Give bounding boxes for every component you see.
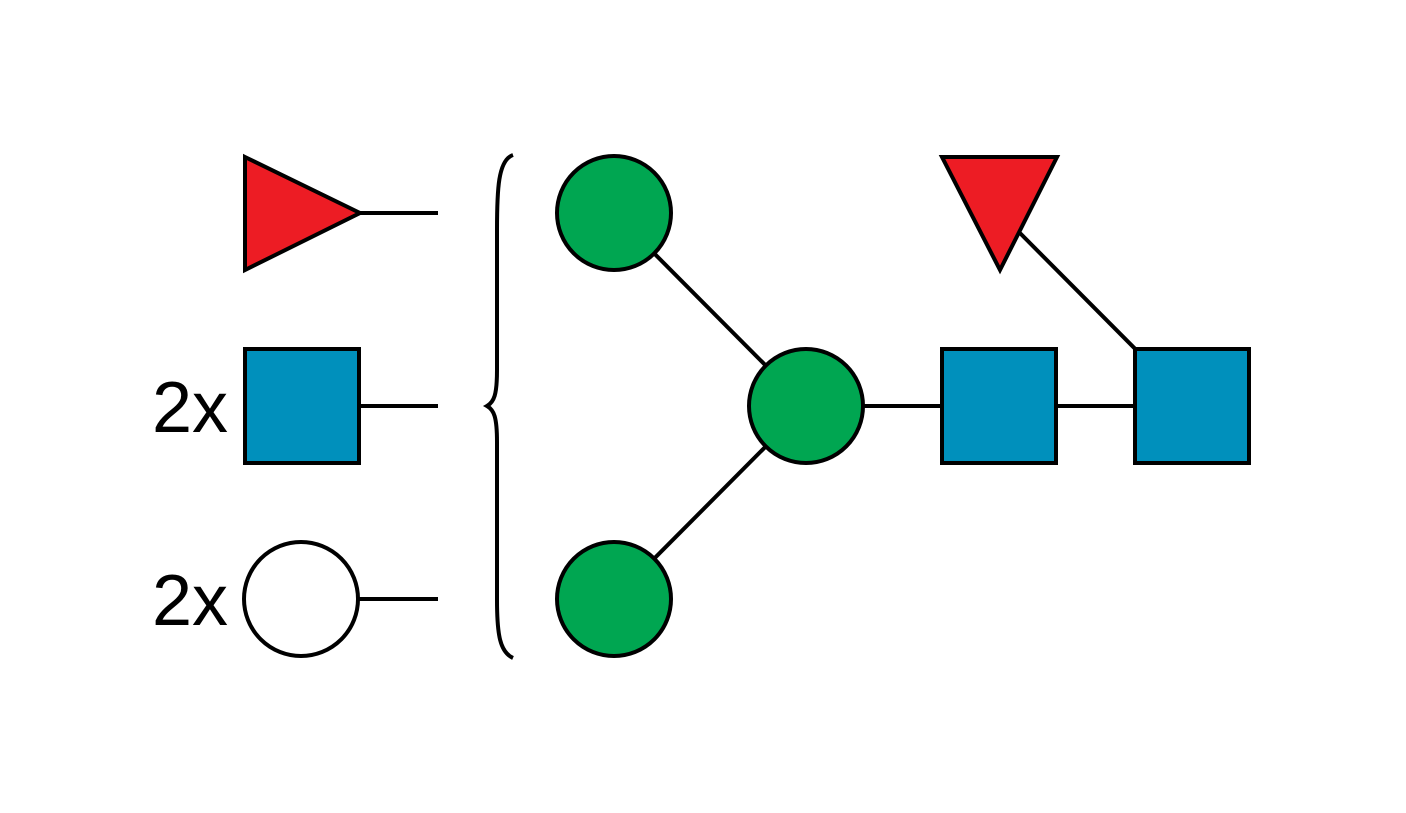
fucose-triangle-down [938, 155, 1061, 275]
core-links [612, 211, 1194, 601]
legend-row-hexose: 2x [152, 540, 438, 658]
legend-row-fucose [243, 153, 438, 274]
triangle-icon [243, 153, 365, 274]
curly-brace [482, 153, 515, 660]
circle-icon [242, 540, 360, 658]
mannose-core-circle [747, 347, 865, 465]
core-residues [555, 154, 1251, 658]
glcnac-square-2 [1133, 347, 1251, 465]
multiplier-label: 2x [152, 368, 228, 448]
glcnac-square-1 [940, 347, 1058, 465]
square-icon [243, 347, 361, 465]
mannose-lower-circle [555, 540, 673, 658]
antenna-legend: 2x 2x [152, 153, 438, 658]
multiplier-label: 2x [152, 561, 228, 641]
legend-row-glcnac: 2x [152, 347, 438, 465]
mannose-upper-circle [555, 154, 673, 272]
